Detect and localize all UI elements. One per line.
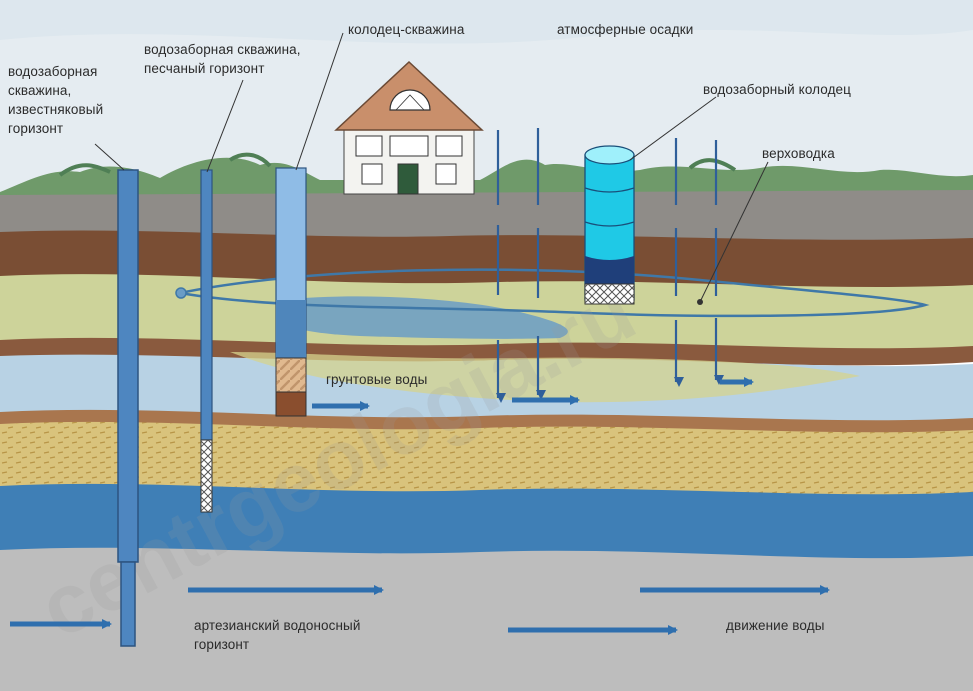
artesian-aquifer-layer (0, 483, 973, 563)
label-artesian: артезианский водоносный горизонт (194, 618, 361, 652)
label-water-movement: движение воды (726, 618, 825, 633)
label-groundwater: грунтовые воды (326, 372, 428, 387)
label-limestone-well: водозаборная скважина, известняковый гор… (8, 64, 104, 136)
limestone-layer (0, 547, 973, 691)
house-illustration (334, 60, 484, 195)
perched-water-lens (179, 268, 930, 318)
label-well-shaft: колодец-скважина (348, 22, 465, 37)
well-shaft-pipe[interactable] (275, 167, 307, 417)
sand-well-pipe[interactable] (200, 169, 213, 513)
intake-well[interactable] (584, 145, 635, 305)
label-precipitation: атмосферные осадки (557, 22, 694, 37)
label-perched-water: верховодка (762, 146, 835, 161)
limestone-well-pipe[interactable] (117, 169, 139, 647)
precipitation-lines (496, 128, 724, 403)
flow-arrows (10, 377, 830, 635)
label-sand-well: водозаборная скважина, песчаный горизонт (144, 42, 301, 76)
leader-lines (94, 32, 769, 303)
label-intake-well: водозаборный колодец (703, 82, 851, 97)
